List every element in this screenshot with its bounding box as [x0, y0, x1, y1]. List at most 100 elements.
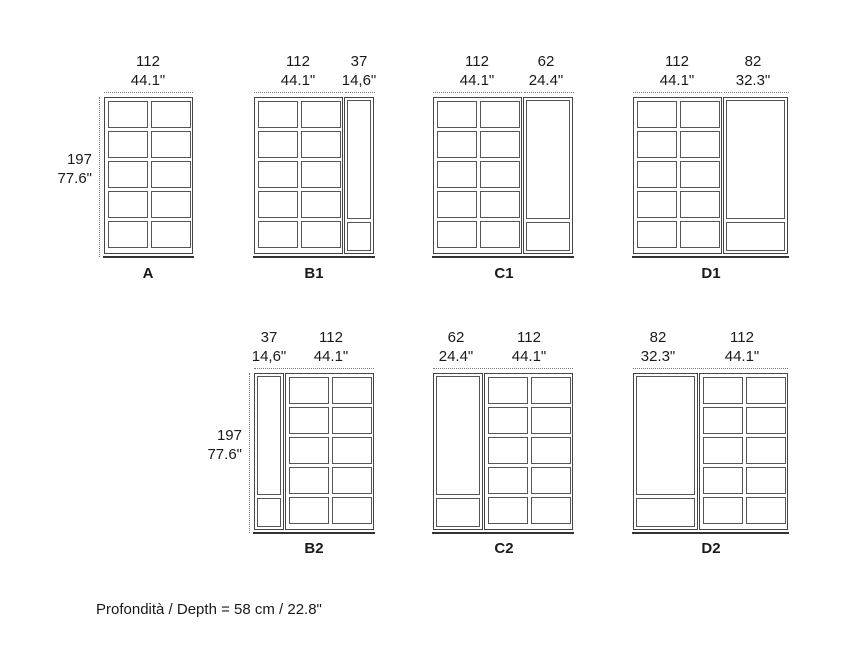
dim-inch: 24.4"	[528, 72, 564, 89]
module-A-cell	[108, 101, 148, 128]
module-B2-cell	[289, 437, 329, 464]
dim-cm: 82	[744, 53, 762, 70]
module-B2-cell	[289, 407, 329, 434]
module-D2-cell	[703, 377, 743, 404]
module-C1-cell	[437, 161, 477, 188]
dim-inch: 14,6"	[251, 348, 287, 365]
baseline-C1	[432, 256, 574, 258]
dim-inch: 44.1"	[280, 72, 316, 89]
config-label-C2: C2	[494, 540, 514, 557]
width-dimension-B1-2: 37 14,6"	[336, 52, 382, 90]
dim-cm: 112	[319, 329, 343, 346]
module-D1-open-cell-top	[726, 100, 785, 219]
dim-line-D2-1	[633, 368, 698, 369]
module-D2-cell	[746, 437, 786, 464]
depth-note: Profondità / Depth = 58 cm / 22.8"	[96, 601, 322, 618]
dim-line-C1-2	[524, 92, 574, 93]
dim-cm: 62	[447, 329, 465, 346]
module-D1-cell	[680, 191, 720, 218]
dim-inch: 44.1"	[511, 348, 547, 365]
height-inch: 77.6"	[57, 170, 92, 187]
dim-inch: 44.1"	[724, 348, 760, 365]
module-D1-cell	[637, 221, 677, 248]
dim-cm: 82	[649, 329, 667, 346]
module-B1-cell	[258, 191, 298, 218]
module-C2-cell	[488, 437, 528, 464]
baseline-B2	[253, 532, 375, 534]
module-D1-cell	[637, 191, 677, 218]
module-C2-cell	[488, 377, 528, 404]
dim-cm: 112	[665, 53, 689, 70]
dim-line-B2-2	[285, 368, 374, 369]
width-dimension-B1-1: 112 44.1"	[268, 52, 328, 90]
height-dimension-row2: 197 77.6"	[190, 426, 242, 464]
module-D1-cell	[637, 131, 677, 158]
module-B2-cell	[332, 497, 372, 524]
module-C1-cell	[480, 221, 520, 248]
module-D2-open-cell-top	[636, 376, 695, 495]
module-B1-cell	[301, 131, 341, 158]
module-B1-cell	[258, 101, 298, 128]
dim-inch: 44.1"	[313, 348, 349, 365]
dim-line-B2-1	[254, 368, 284, 369]
dim-line-D2-2	[699, 368, 788, 369]
module-B1-narrow-cell-top	[347, 100, 371, 219]
module-C2-cell	[531, 467, 571, 494]
config-label-A: A	[142, 265, 154, 282]
module-A-cell	[151, 221, 191, 248]
module-D1-cell	[680, 131, 720, 158]
dim-cm: 37	[260, 329, 278, 346]
module-C1-open-cell-top	[526, 100, 570, 219]
module-D2-cell	[746, 467, 786, 494]
module-D1-cell	[680, 101, 720, 128]
module-B2-cell	[332, 467, 372, 494]
module-C2-cell	[531, 437, 571, 464]
module-C1-cell	[480, 191, 520, 218]
dim-inch: 32.3"	[640, 348, 676, 365]
module-D2-cell	[703, 437, 743, 464]
dim-cm: 112	[730, 329, 754, 346]
dim-line-C1-1	[433, 92, 522, 93]
module-C1-cell	[437, 101, 477, 128]
module-B1-cell	[258, 161, 298, 188]
module-B1-cell	[258, 221, 298, 248]
dim-line-C2-1	[433, 368, 483, 369]
module-B2-narrow-cell-bottom	[257, 498, 281, 527]
module-A-cell	[151, 101, 191, 128]
width-dimension-C2-2: 112 44.1"	[499, 328, 559, 366]
baseline-B1	[253, 256, 375, 258]
module-B2-cell	[332, 377, 372, 404]
module-D1-cell	[637, 101, 677, 128]
module-C2-cell	[531, 407, 571, 434]
width-dimension-B2-2: 112 44.1"	[301, 328, 361, 366]
dim-inch: 44.1"	[130, 72, 166, 89]
module-D2-cell	[746, 497, 786, 524]
module-D2-cell	[746, 377, 786, 404]
baseline-A	[103, 256, 194, 258]
module-B1-cell	[301, 101, 341, 128]
module-C2-cell	[488, 407, 528, 434]
module-C1-cell	[480, 101, 520, 128]
module-D1-open-cell-bottom	[726, 222, 785, 251]
width-dimension-D1-1: 112 44.1"	[647, 52, 707, 90]
dim-cm: 112	[517, 329, 541, 346]
config-label-D2: D2	[701, 540, 721, 557]
module-D2-open-cell-bottom	[636, 498, 695, 527]
height-cm: 197	[66, 151, 92, 168]
dim-cm: 112	[465, 53, 489, 70]
module-D2-cell	[703, 497, 743, 524]
height-cm: 197	[216, 427, 242, 444]
dim-line-D1-1	[633, 92, 722, 93]
dim-line-B1-2	[345, 92, 375, 93]
module-C2-open-cell-top	[436, 376, 480, 495]
module-A-cell	[108, 191, 148, 218]
module-C1-cell	[480, 161, 520, 188]
baseline-C2	[432, 532, 574, 534]
height-dimension-row1: 197 77.6"	[40, 150, 92, 188]
module-B2-narrow-cell-top	[257, 376, 281, 495]
module-C1-cell	[480, 131, 520, 158]
module-B2-cell	[332, 437, 372, 464]
module-D2-cell	[703, 467, 743, 494]
width-dimension-D2-2: 112 44.1"	[712, 328, 772, 366]
